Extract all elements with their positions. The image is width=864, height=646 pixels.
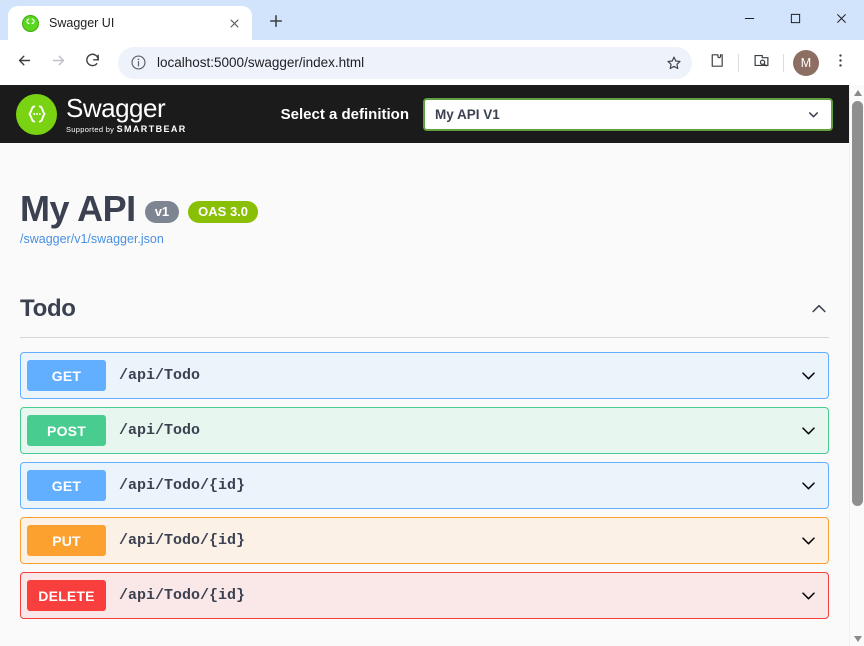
swagger-logo[interactable]: Swagger Supported by SMARTBEAR: [16, 93, 187, 135]
avatar[interactable]: M: [793, 49, 819, 76]
swagger-braces-icon: [22, 14, 39, 32]
chevron-down-icon[interactable]: [799, 531, 818, 550]
operation-row[interactable]: PUT /api/Todo/{id}: [20, 517, 829, 564]
page-viewport: Swagger Supported by SMARTBEAR Select a …: [0, 85, 864, 646]
version-badge: v1: [144, 201, 180, 223]
scroll-up-arrow-icon[interactable]: [850, 85, 864, 100]
reload-button[interactable]: [76, 47, 108, 79]
api-info-block: My API v1 OAS 3.0 /swagger/v1/swagger.js…: [0, 143, 849, 248]
operations-list: GET /api/Todo POST /api/Todo GET /api/To…: [0, 352, 849, 619]
forward-button[interactable]: [42, 47, 74, 79]
tag-name: Todo: [20, 295, 76, 322]
three-dot-menu-icon: [832, 52, 849, 74]
swagger-braces-icon: [16, 93, 57, 135]
operation-path: /api/Todo/{id}: [119, 532, 246, 549]
operation-method-badge: GET: [27, 470, 106, 501]
chevron-down-icon[interactable]: [799, 421, 818, 440]
api-title-row: My API v1 OAS 3.0: [20, 188, 829, 230]
new-tab-button[interactable]: [262, 9, 290, 37]
url-text[interactable]: localhost:5000/swagger/index.html: [157, 55, 365, 70]
tab-title: Swagger UI: [49, 16, 115, 30]
window-close-button[interactable]: [818, 0, 864, 40]
address-bar[interactable]: localhost:5000/swagger/index.html: [118, 46, 692, 79]
chevron-down-icon: [806, 107, 821, 122]
window-close-icon: [836, 11, 847, 29]
definition-url-link[interactable]: /swagger/v1/swagger.json: [20, 232, 164, 246]
chevron-down-icon[interactable]: [799, 586, 818, 605]
oas-badge: OAS 3.0: [188, 201, 259, 223]
minimize-icon: [744, 11, 755, 29]
extensions-button[interactable]: [700, 47, 732, 79]
operation-method-badge: PUT: [27, 525, 106, 556]
select-definition-label: Select a definition: [280, 105, 409, 123]
toolbar-divider-1: [738, 53, 739, 72]
browser-toolbar: localhost:5000/swagger/index.html: [0, 40, 864, 85]
operation-method-badge: DELETE: [27, 580, 106, 611]
maximize-button[interactable]: [772, 0, 818, 40]
operation-path: /api/Todo/{id}: [119, 477, 246, 494]
tab-strip: Swagger UI: [0, 0, 864, 40]
swagger-logo-text: Swagger Supported by SMARTBEAR: [66, 95, 187, 134]
maximize-icon: [790, 11, 801, 29]
back-button[interactable]: [8, 47, 40, 79]
browser-tab-swagger-ui[interactable]: Swagger UI: [8, 6, 252, 40]
tab-search-icon: [753, 52, 770, 74]
plus-icon: [269, 14, 283, 33]
swagger-wordmark: Swagger: [66, 92, 166, 123]
chevron-up-icon[interactable]: [809, 299, 829, 319]
close-icon[interactable]: [224, 13, 244, 33]
definition-selector-group: Select a definition My API V1: [280, 97, 833, 131]
toolbar-divider-2: [783, 53, 784, 72]
definition-select-value: My API V1: [435, 106, 500, 122]
operation-path: /api/Todo: [119, 367, 201, 384]
operation-method-badge: GET: [27, 360, 106, 391]
operation-row[interactable]: GET /api/Todo/{id}: [20, 462, 829, 509]
swagger-ui-page: Swagger Supported by SMARTBEAR Select a …: [0, 85, 849, 646]
tag-section-todo: Todo: [0, 295, 849, 338]
definition-select[interactable]: My API V1: [423, 97, 833, 131]
operation-path: /api/Todo: [119, 422, 201, 439]
chevron-down-icon[interactable]: [799, 476, 818, 495]
operation-row[interactable]: GET /api/Todo: [20, 352, 829, 399]
tag-header-todo[interactable]: Todo: [20, 295, 829, 338]
puzzle-piece-icon: [708, 52, 725, 74]
swagger-topbar: Swagger Supported by SMARTBEAR Select a …: [0, 85, 849, 143]
scrollbar-thumb[interactable]: [852, 101, 863, 506]
page-info-icon[interactable]: [130, 54, 147, 71]
vertical-scrollbar[interactable]: [849, 85, 864, 646]
reload-icon: [84, 52, 101, 74]
minimize-button[interactable]: [726, 0, 772, 40]
swagger-supported-by: Supported by SMARTBEAR: [66, 123, 187, 134]
tab-search-button[interactable]: [745, 47, 777, 79]
scroll-down-arrow-icon[interactable]: [850, 631, 864, 646]
page-title: My API: [20, 188, 136, 229]
window-controls: [726, 0, 864, 40]
operation-row[interactable]: POST /api/Todo: [20, 407, 829, 454]
forward-arrow-icon: [50, 52, 67, 74]
chevron-down-icon[interactable]: [799, 366, 818, 385]
browser-menu-button[interactable]: [824, 47, 856, 79]
operation-path: /api/Todo/{id}: [119, 587, 246, 604]
operation-row[interactable]: DELETE /api/Todo/{id}: [20, 572, 829, 619]
operation-method-badge: POST: [27, 415, 106, 446]
back-arrow-icon: [16, 52, 33, 74]
star-icon[interactable]: [660, 49, 688, 77]
